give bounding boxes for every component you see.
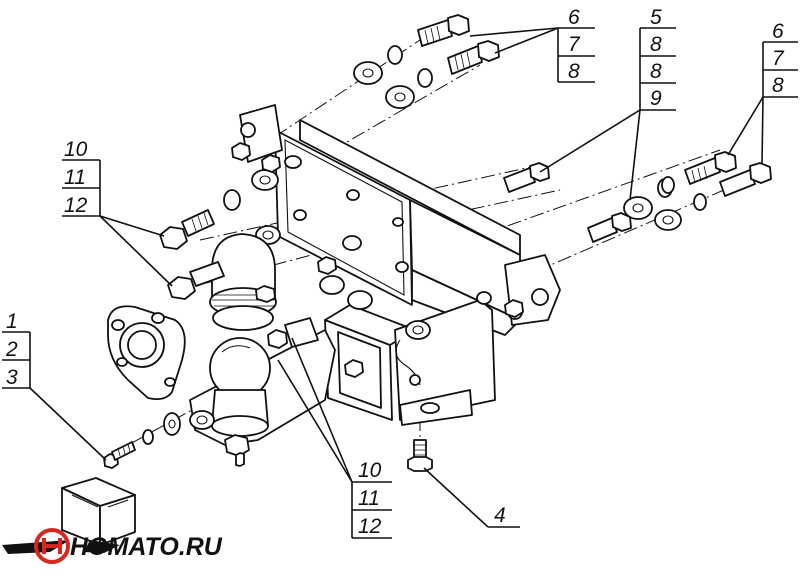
callout-label: 11: [64, 166, 86, 189]
callout-left-upper: 10 11 12: [62, 138, 173, 287]
hitch-cover: [61, 477, 136, 546]
bolts-5-8-8-9: [503, 162, 682, 243]
callout-label: 2: [5, 338, 18, 361]
socket-bracket: [107, 305, 186, 401]
bolts-10-11-12: [159, 189, 241, 300]
callout-top-right: 6 7 8: [727, 20, 798, 165]
logo-emblem: [34, 528, 70, 564]
callout-label: 12: [64, 194, 88, 217]
callout-label: 8: [650, 33, 662, 56]
callout-left-lower: 1 2 3: [2, 310, 107, 461]
lower-ball-mount: [189, 317, 336, 467]
fastener-set-1-2-3: [103, 412, 181, 469]
callout-label: 12: [358, 515, 382, 538]
callout-label: 5: [650, 6, 662, 29]
callout-top-mid: 5 8 8 9: [539, 6, 676, 201]
callout-label: 1: [6, 310, 18, 333]
callout-label: 10: [64, 138, 88, 161]
callout-bottom-right: 4: [423, 467, 520, 528]
callout-label: 7: [772, 47, 785, 70]
callout-label: 8: [568, 60, 580, 83]
callout-top-center: 6 7 8: [469, 6, 595, 83]
site-logo: HOMATO.RU: [2, 528, 223, 564]
callout-bottom-center: 10 11 12: [277, 337, 392, 539]
logo-wing: [84, 540, 120, 553]
callout-label: 4: [494, 504, 506, 527]
hitch-frame: [231, 104, 561, 426]
bolts-6-7-8-top: [353, 14, 500, 109]
callout-label: 8: [650, 60, 662, 83]
callout-label: 11: [358, 487, 380, 510]
callout-label: 10: [358, 459, 382, 482]
callout-label: 6: [568, 6, 580, 29]
callout-label: 6: [772, 20, 784, 43]
bolt-4: [407, 439, 433, 472]
callout-label: 9: [650, 87, 662, 110]
upper-tow-ball: [209, 233, 277, 331]
callout-label: 7: [568, 33, 581, 56]
bolts-6-7-8-right: [661, 151, 772, 211]
logo-text: HOMATO.RU: [70, 533, 223, 561]
logo-emblem-mark: [42, 538, 62, 554]
callout-label: 3: [6, 366, 18, 389]
callout-label: 8: [772, 74, 784, 97]
